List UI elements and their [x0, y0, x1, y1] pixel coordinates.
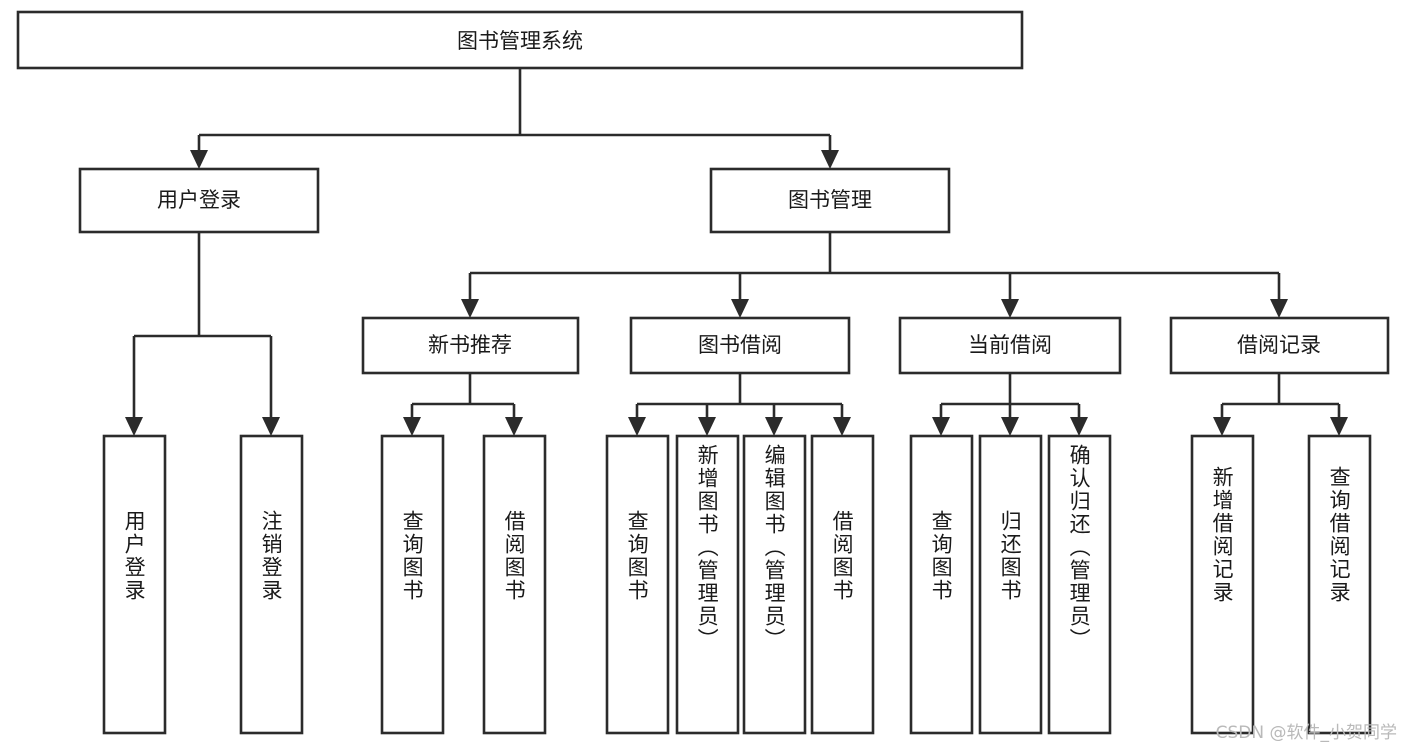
node-leaf-borrow-book-1-box[interactable]: [482, 434, 547, 735]
node-book-borrow-label: 图书借阅: [698, 333, 782, 357]
node-current-borrow-label: 当前借阅: [968, 333, 1052, 357]
node-leaf-query-book-2-box[interactable]: [605, 434, 670, 735]
arrow-head-new-book-recommend: [461, 299, 479, 318]
arrow-head-leaf-query-book-3: [932, 417, 950, 436]
node-borrow-record[interactable]: 借阅记录: [1169, 316, 1390, 375]
connectors: [125, 68, 1348, 436]
arrow-head-leaf-add-book: [698, 417, 716, 436]
arrow-head-leaf-logout-login: [262, 417, 280, 436]
node-borrow-record-label: 借阅记录: [1237, 333, 1321, 357]
arrow-head-leaf-user-login: [125, 417, 143, 436]
node-leaf-borrow-book-2-box[interactable]: [810, 434, 875, 735]
node-leaf-add-record-box[interactable]: [1190, 434, 1255, 735]
node-root-box[interactable]: [16, 10, 1024, 70]
node-new-book-recommend-label: 新书推荐: [428, 333, 512, 357]
node-leaf-query-book-3-box[interactable]: [909, 434, 974, 735]
arrow-head-leaf-confirm-return: [1070, 417, 1088, 436]
arrow-head-book-borrow: [731, 299, 749, 318]
node-leaf-add-book-box[interactable]: [675, 434, 740, 735]
node-root-label: 图书管理系统: [457, 29, 583, 53]
arrow-head-leaf-add-record: [1213, 417, 1231, 436]
arrow-head-leaf-borrow-book-1: [505, 417, 523, 436]
arrow-head-book-management: [821, 150, 839, 169]
leaf-boxes: [102, 434, 1372, 735]
node-leaf-edit-book-box[interactable]: [742, 434, 807, 735]
node-book-management[interactable]: 图书管理: [709, 167, 951, 234]
node-user-login[interactable]: 用户登录: [78, 167, 320, 234]
node-root[interactable]: 图书管理系统: [16, 10, 1024, 70]
node-leaf-query-record-box[interactable]: [1307, 434, 1372, 735]
arrow-head-leaf-query-record: [1330, 417, 1348, 436]
node-leaf-return-book-box[interactable]: [978, 434, 1043, 735]
node-user-login-label: 用户登录: [157, 188, 241, 212]
node-book-management-label: 图书管理: [788, 188, 872, 212]
node-leaf-confirm-return-box[interactable]: [1047, 434, 1112, 735]
node-book-management-box[interactable]: [709, 167, 951, 234]
node-leaf-query-book-1-box[interactable]: [380, 434, 445, 735]
arrow-head-leaf-return-book: [1001, 417, 1019, 436]
node-new-book-recommend[interactable]: 新书推荐: [361, 316, 580, 375]
arrow-head-leaf-borrow-book-2: [833, 417, 851, 436]
node-current-borrow[interactable]: 当前借阅: [898, 316, 1122, 375]
arrow-head-borrow-record: [1270, 299, 1288, 318]
node-new-book-recommend-box[interactable]: [361, 316, 580, 375]
arrow-head-user-login: [190, 150, 208, 169]
node-book-borrow[interactable]: 图书借阅: [629, 316, 851, 375]
node-book-borrow-box[interactable]: [629, 316, 851, 375]
watermark-text: CSDN @软件_小贺同学: [1215, 723, 1397, 743]
node-user-login-box[interactable]: [78, 167, 320, 234]
arrow-head-leaf-query-book-1: [403, 417, 421, 436]
node-borrow-record-box[interactable]: [1169, 316, 1390, 375]
arrow-head-leaf-query-book-2: [628, 417, 646, 436]
arrow-head-current-borrow: [1001, 299, 1019, 318]
node-current-borrow-box[interactable]: [898, 316, 1122, 375]
arrow-head-leaf-edit-book: [765, 417, 783, 436]
node-leaf-user-login-box[interactable]: [102, 434, 167, 735]
node-leaf-logout-login-box[interactable]: [239, 434, 304, 735]
